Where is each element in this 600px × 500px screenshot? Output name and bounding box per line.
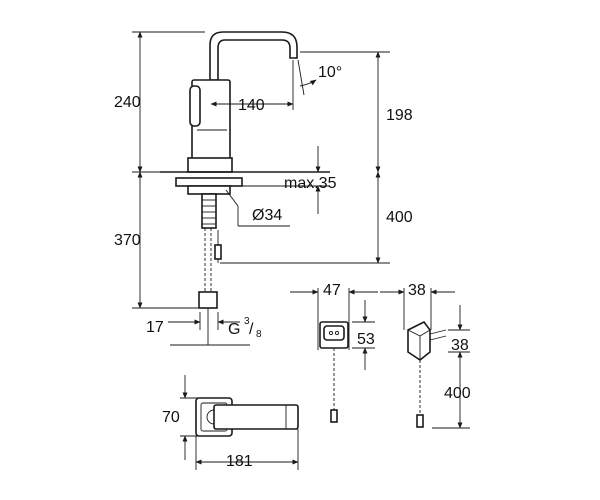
mounting-plate	[175, 177, 243, 187]
thread-denominator: 8	[256, 329, 262, 340]
dim-47: 47	[323, 282, 341, 299]
dim-140: 140	[238, 97, 265, 114]
dim-370: 370	[114, 232, 141, 249]
dim-70: 70	[162, 409, 180, 426]
dim-diameter34: Ø34	[252, 207, 282, 224]
dim-198: 198	[386, 107, 413, 124]
faucet-side-view	[160, 31, 330, 345]
hose-connector	[198, 291, 218, 309]
thread-prefix: G	[228, 321, 240, 338]
control-box	[290, 288, 378, 423]
dim-angle: 10°	[318, 64, 342, 81]
dim-400-adapter: 400	[444, 385, 471, 402]
dim-181: 181	[226, 453, 253, 470]
dim-53: 53	[357, 331, 375, 348]
dim-240: 240	[114, 94, 141, 111]
power-adapter	[380, 288, 470, 429]
adapter-body	[407, 320, 431, 361]
dim-thread: G	[228, 321, 240, 338]
faucet-collar	[187, 157, 233, 173]
faucet-top-view	[180, 375, 299, 470]
threaded-shank	[201, 193, 217, 229]
faucet-spout	[209, 31, 298, 81]
thread-numerator: 3	[244, 316, 250, 327]
dim-400: 400	[386, 209, 413, 226]
dim-max35: max.35	[284, 175, 337, 192]
sensor-window	[189, 85, 201, 127]
spout-top	[213, 404, 299, 430]
dim-38-width: 38	[408, 282, 426, 299]
dim-38-height: 38	[451, 337, 469, 354]
thread-slash: /	[249, 321, 254, 338]
faucet-dimension-lines	[132, 31, 390, 346]
dim-17: 17	[146, 319, 164, 336]
